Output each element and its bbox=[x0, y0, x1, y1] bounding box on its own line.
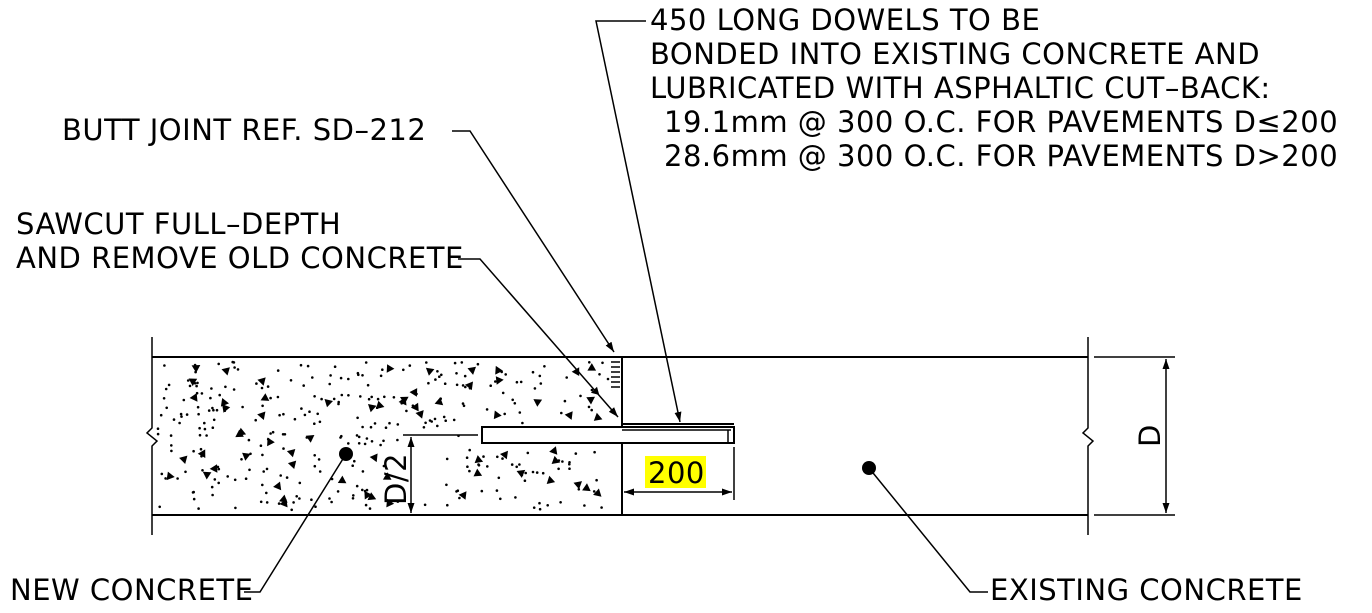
new-concrete-label: NEW CONCRETE bbox=[10, 573, 253, 607]
embed-dimension bbox=[624, 447, 735, 500]
sawcut-label-line-1: SAWCUT FULL–DEPTH bbox=[16, 207, 341, 241]
butt-joint-sealant bbox=[611, 361, 620, 388]
sawcut-leader bbox=[458, 258, 619, 418]
half-depth-label: D/2 bbox=[379, 453, 413, 505]
butt-joint-label: BUTT JOINT REF. SD–212 bbox=[62, 113, 426, 147]
dowel-note-leader bbox=[595, 20, 682, 423]
dowel-note-line-2: BONDED INTO EXISTING CONCRETE AND bbox=[650, 37, 1260, 71]
sawcut-label-line-2: AND REMOVE OLD CONCRETE bbox=[16, 241, 464, 275]
half-depth-dimension bbox=[403, 434, 478, 513]
butt-joint-leader bbox=[452, 130, 615, 353]
dowel-note-line-3: LUBRICATED WITH ASPHALTIC CUT–BACK: bbox=[650, 71, 1271, 105]
new-concrete-leader bbox=[244, 447, 353, 593]
dowel-note-line-1: 450 LONG DOWELS TO BE bbox=[650, 3, 1040, 37]
depth-label: D bbox=[1133, 424, 1167, 447]
dimension-highlight bbox=[645, 456, 706, 488]
dowel-note-line-4: 19.1mm @ 300 O.C. FOR PAVEMENTS D≤200 bbox=[664, 105, 1338, 139]
existing-concrete-label: EXISTING CONCRETE bbox=[990, 573, 1303, 607]
existing-concrete-leader bbox=[862, 461, 988, 593]
dowel-note-line-5: 28.6mm @ 300 O.C. FOR PAVEMENTS D>200 bbox=[664, 139, 1338, 173]
depth-dimension bbox=[1094, 356, 1175, 516]
new-concrete-hatch bbox=[156, 360, 610, 512]
embed-dimension-label: 200 bbox=[648, 456, 705, 490]
dowel-bar bbox=[481, 423, 735, 444]
